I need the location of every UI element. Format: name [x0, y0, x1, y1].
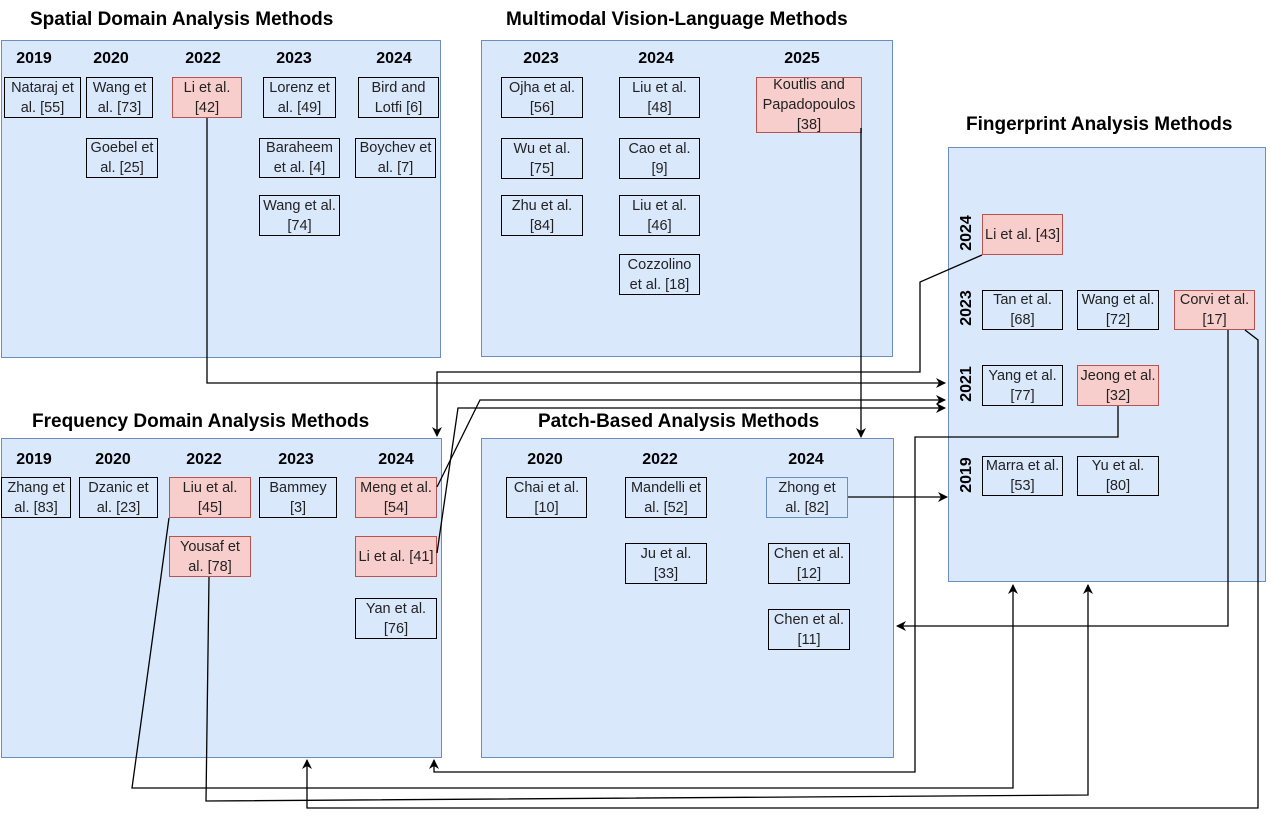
- patch-year-2020: 2020: [527, 451, 563, 468]
- spatial-year-2020: 2020: [93, 50, 129, 67]
- method-box-highlighted: Li et al. [43]: [982, 214, 1063, 255]
- method-box: Zhu et al. [84]: [501, 195, 583, 236]
- patch-panel-title: Patch-Based Analysis Methods: [538, 411, 820, 432]
- multimodal-year-2024: 2024: [638, 50, 674, 67]
- method-box: Zhong et al. [82]: [766, 477, 848, 518]
- method-box: Tan et al. [68]: [982, 290, 1063, 330]
- frequency-panel-title: Frequency Domain Analysis Methods: [32, 411, 370, 432]
- patch-year-2024: 2024: [788, 451, 824, 468]
- method-box: Yang et al. [77]: [982, 365, 1063, 406]
- method-box: Liu et al. [48]: [619, 77, 700, 118]
- patch-year-2022: 2022: [642, 451, 678, 468]
- method-box: Zhang et al. [83]: [1, 477, 71, 518]
- method-box-highlighted: Li et al. [41]: [355, 536, 437, 577]
- method-box: Goebel et al. [25]: [86, 138, 158, 178]
- multimodal-year-2025: 2025: [784, 50, 820, 67]
- fingerprint-panel-title: Fingerprint Analysis Methods: [966, 114, 1233, 135]
- method-box: Cozzolino et al. [18]: [619, 254, 700, 295]
- fingerprint-year-2021: 2021: [958, 366, 975, 402]
- method-box: Baraheem et al. [4]: [259, 138, 340, 178]
- frequency-year-2020: 2020: [95, 451, 131, 468]
- fingerprint-year-2019: 2019: [958, 457, 975, 493]
- fingerprint-year-2024: 2024: [958, 215, 975, 251]
- method-box: Yu et al. [80]: [1077, 456, 1159, 496]
- method-box-highlighted: Liu et al. [45]: [169, 477, 251, 518]
- method-box: Mandelli et al. [52]: [625, 477, 707, 518]
- method-box: Liu et al. [46]: [619, 195, 700, 236]
- method-box: Lorenz et al. [49]: [263, 77, 336, 118]
- method-box: Ju et al. [33]: [625, 543, 707, 584]
- frequency-year-2024: 2024: [378, 451, 414, 468]
- method-box: Marra et al. [53]: [982, 456, 1063, 496]
- fingerprint-year-2023: 2023: [958, 290, 975, 326]
- method-box: Chen et al. [11]: [768, 609, 850, 650]
- method-box: Chen et al. [12]: [768, 543, 850, 584]
- method-box: Dzanic et al. [23]: [79, 477, 158, 518]
- method-box-highlighted: Yousaf et al. [78]: [169, 536, 251, 577]
- spatial-year-2023: 2023: [276, 50, 312, 67]
- multimodal-year-2023: 2023: [523, 50, 559, 67]
- method-box-highlighted: Meng et al. [54]: [355, 477, 437, 518]
- method-box-highlighted: Corvi et al. [17]: [1174, 290, 1255, 330]
- spatial-year-2022: 2022: [185, 50, 221, 67]
- spatial-panel-title: Spatial Domain Analysis Methods: [30, 9, 334, 30]
- method-box: Wu et al. [75]: [501, 138, 583, 179]
- spatial-year-2024: 2024: [376, 50, 412, 67]
- method-box: Wang et al. [72]: [1077, 290, 1159, 330]
- multimodal-panel-title: Multimodal Vision-Language Methods: [506, 9, 848, 30]
- method-box: Bird and Lotfi [6]: [358, 77, 439, 118]
- frequency-year-2019: 2019: [16, 451, 52, 468]
- method-box: Boychev et al. [7]: [355, 138, 436, 178]
- method-box-highlighted: Jeong et al. [32]: [1077, 365, 1159, 406]
- method-box-highlighted: Li et al. [42]: [172, 77, 242, 118]
- method-box-highlighted: Koutlis and Papadopoulos [38]: [756, 77, 862, 133]
- frequency-year-2023: 2023: [278, 451, 314, 468]
- method-box: Wang et al. [73]: [86, 77, 153, 118]
- method-box: Bammey [3]: [259, 477, 337, 518]
- method-box: Yan et al. [76]: [355, 598, 437, 639]
- method-box: Wang et al. [74]: [259, 195, 340, 236]
- method-box: Ojha et al. [56]: [501, 77, 583, 118]
- frequency-year-2022: 2022: [186, 451, 222, 468]
- method-box: Nataraj et al. [55]: [4, 77, 81, 118]
- method-box: Chai et al. [10]: [506, 477, 587, 518]
- method-box: Cao et al. [9]: [619, 138, 700, 179]
- spatial-year-2019: 2019: [16, 50, 52, 67]
